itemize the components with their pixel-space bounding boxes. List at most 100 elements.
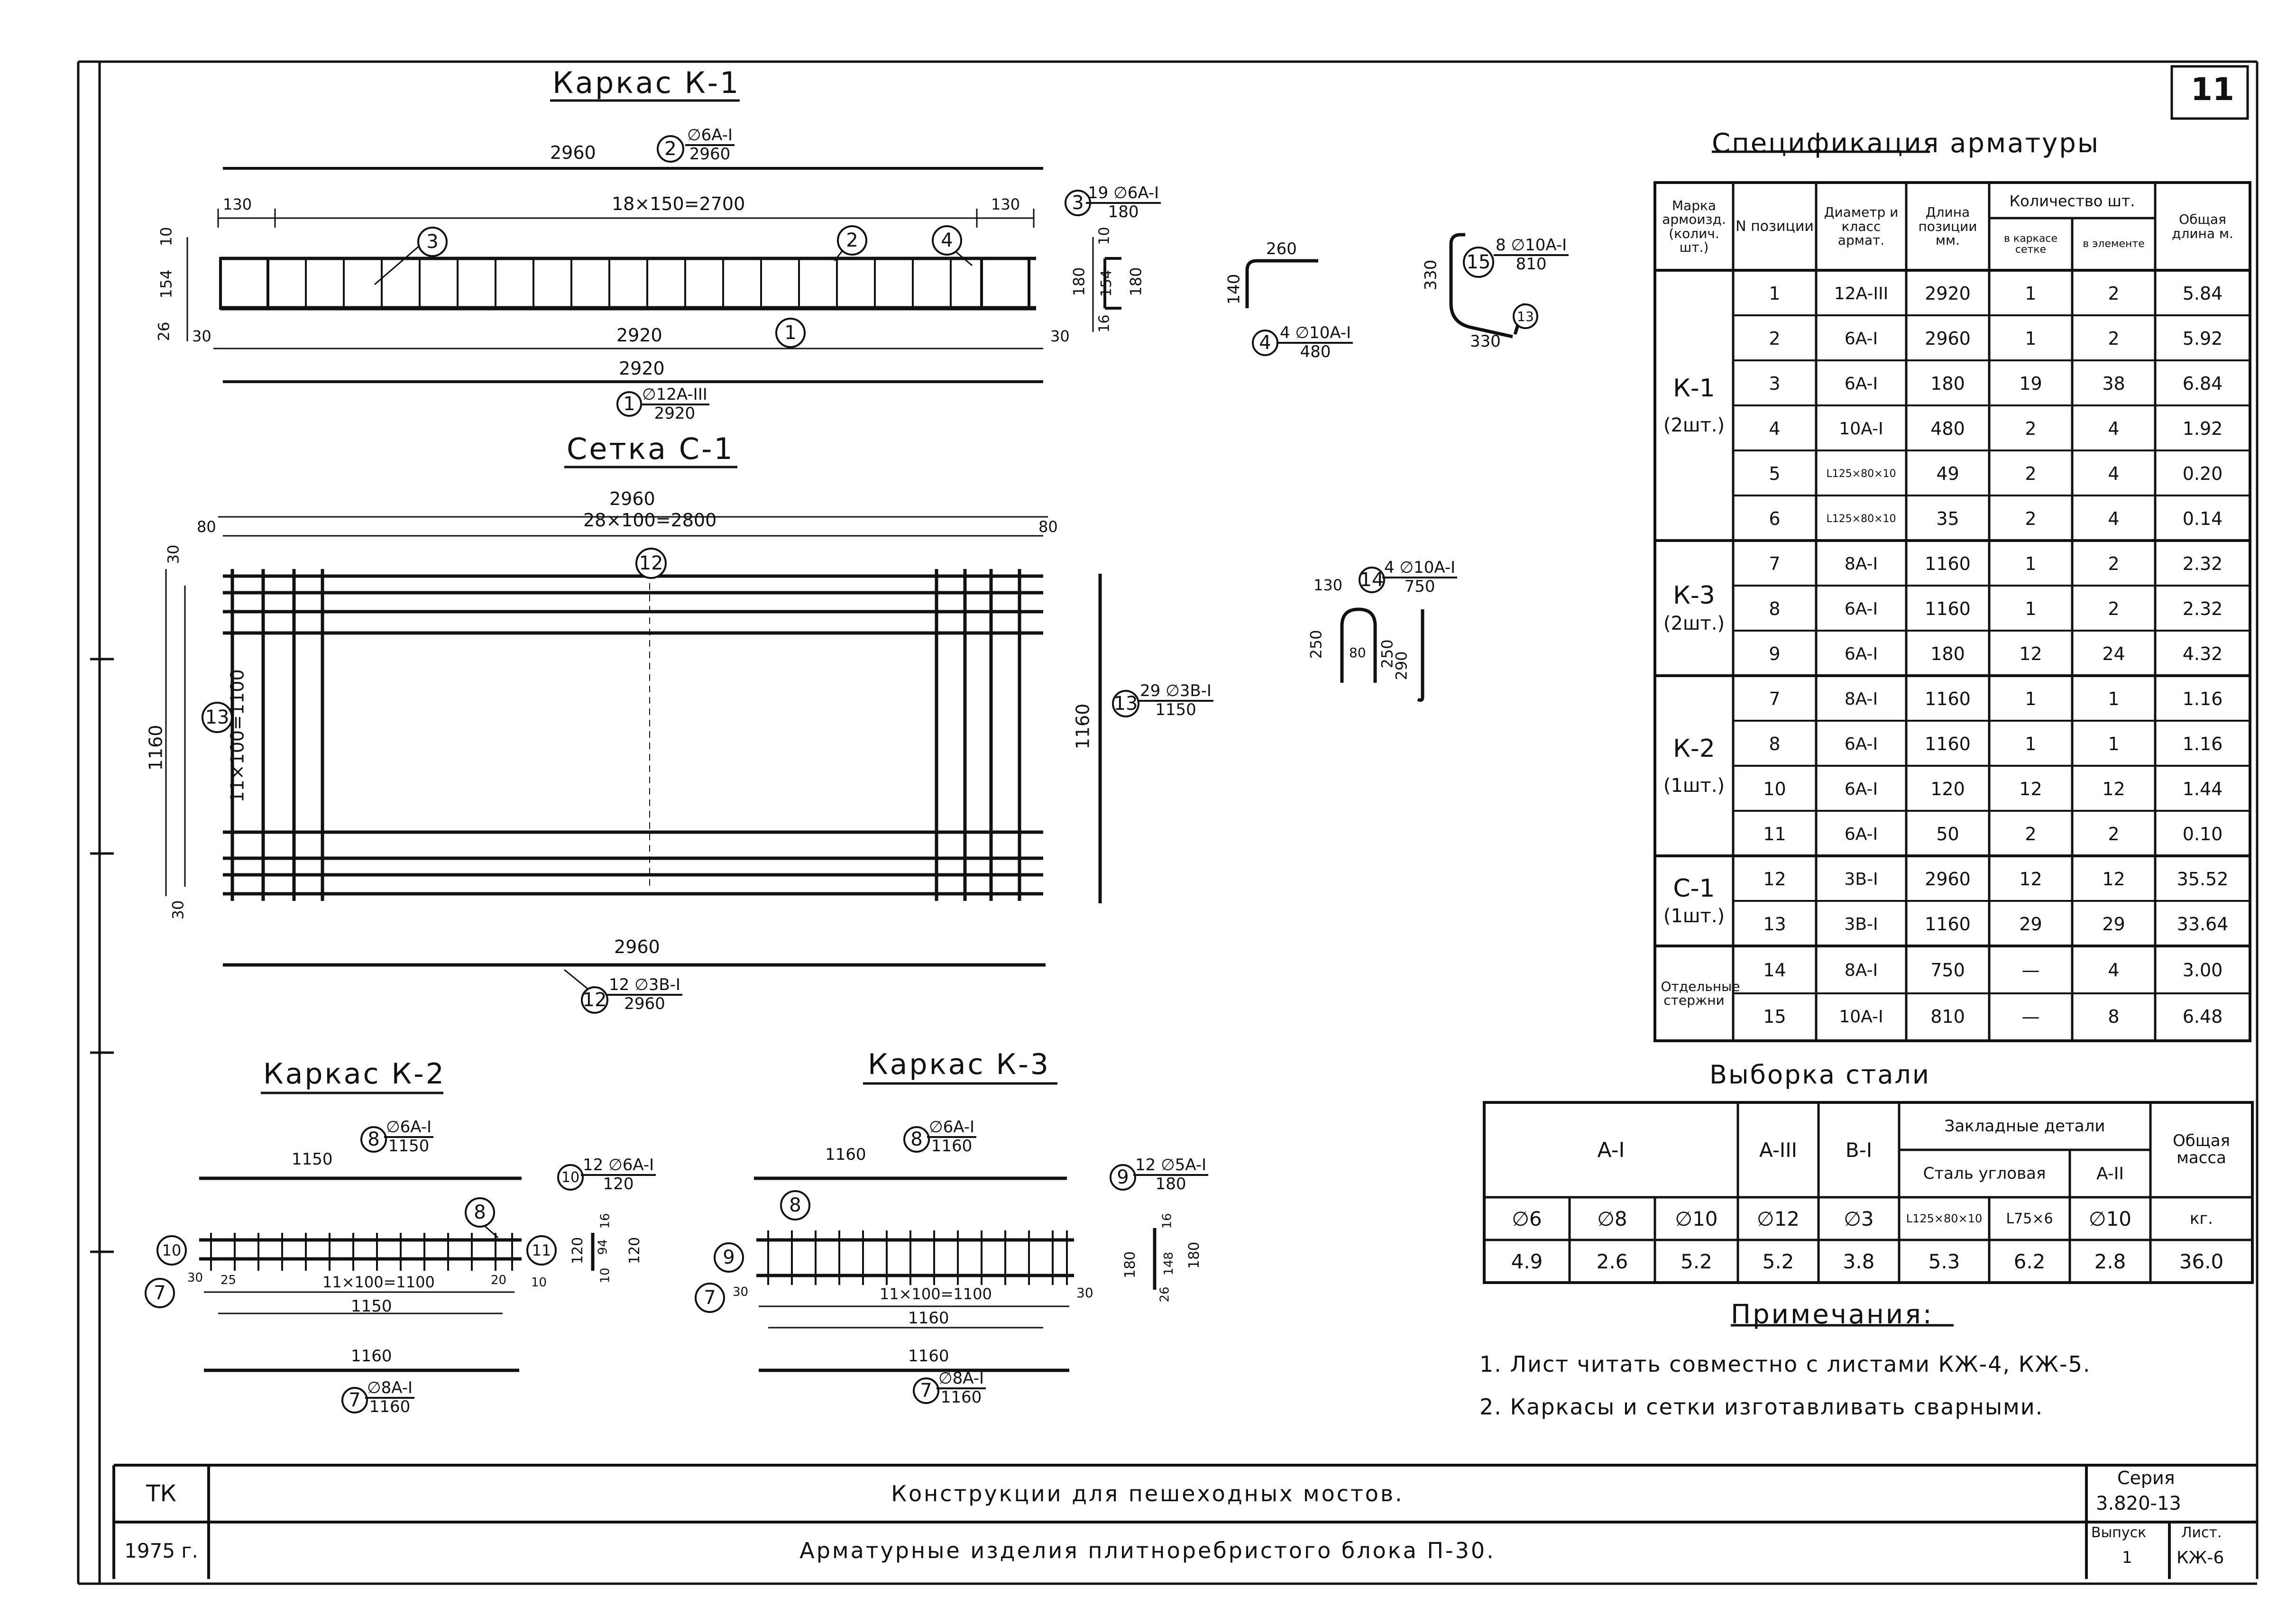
steel-sub-l75: L75×6 xyxy=(2006,1210,2053,1227)
sheet-number: 11 xyxy=(2191,71,2234,108)
steel-sub-d10: ∅10 xyxy=(1675,1207,1718,1230)
spec-cell-class: 8A-I xyxy=(1844,960,1878,980)
c1-pos13-length: 1150 xyxy=(1155,700,1196,719)
k2-pos7-spec: ∅8A-I xyxy=(365,1379,415,1399)
k2-pos10-callout: 12 ∅6A-I 120 xyxy=(581,1156,656,1193)
steel-header-kg: кг. xyxy=(2189,1209,2213,1228)
spec-header-len: Длина позиции мм. xyxy=(1918,204,1977,248)
spec-cell-total: 0.14 xyxy=(2182,508,2223,529)
steel-header-embedded: Закладные детали xyxy=(1944,1117,2105,1136)
k3-pos8-length: 1160 xyxy=(931,1136,973,1156)
k1-label-4: 4 xyxy=(932,225,962,256)
k1-pos2-length: 2960 xyxy=(689,144,731,164)
spec-cell-qty-elem: 2 xyxy=(2108,824,2120,844)
k2-v16: 16 xyxy=(598,1213,613,1229)
stamp-title-1: Конструкции для пешеходных мостов. xyxy=(891,1481,1404,1506)
spec-cell-pos: 7 xyxy=(1769,688,1781,709)
k1-v-right-180: 180 xyxy=(1127,267,1145,296)
spec-cell-total: 0.10 xyxy=(2182,824,2223,844)
spec-cell-total: 6.48 xyxy=(2182,1006,2223,1027)
steel-sub-l125: L125×80×10 xyxy=(1906,1212,1983,1225)
stamp-series-value: 3.820-13 xyxy=(2096,1493,2181,1514)
spec-cell-length: 2960 xyxy=(1925,328,1971,349)
steel-header-a3: A-III xyxy=(1759,1138,1798,1162)
spec-cell-pos: 1 xyxy=(1769,283,1781,304)
spec-cell-total: 1.16 xyxy=(2182,688,2223,709)
steel-header-b1: B-I xyxy=(1845,1138,1873,1162)
spec-cell-qty-frame: 1 xyxy=(2025,688,2037,709)
spec-cell-pos: 8 xyxy=(1769,734,1781,754)
spec-cell-class: 6A-I xyxy=(1844,734,1878,754)
spec-group-k2: К-2 (1шт.) xyxy=(1657,678,1731,853)
spec-cell-qty-elem: 2 xyxy=(2108,283,2120,304)
c1-pos12-circle: 12 xyxy=(581,986,608,1014)
steel-sub-a2-d10: ∅10 xyxy=(2088,1207,2132,1230)
k2-right-small2: 10 xyxy=(531,1275,547,1290)
spec-header-mark: Марка армоизд. (колич. шт.) xyxy=(1662,197,1726,255)
karkas-k1-title: Каркас К-1 xyxy=(552,65,741,100)
spec-group-c1-count: (1шт.) xyxy=(1663,905,1725,927)
k3-pos9-callout: 12 ∅5A-I 180 xyxy=(1133,1156,1209,1193)
spec-cell-qty-elem: 4 xyxy=(2108,960,2120,981)
bent14-straight: 290 xyxy=(1392,651,1411,680)
k2-left-small2: 25 xyxy=(220,1273,237,1287)
k2-pos8-length: 1150 xyxy=(388,1136,430,1156)
c1-bar12-length: 2960 xyxy=(614,936,660,957)
bent15-callout: 8 ∅10A-I 810 xyxy=(1494,237,1569,273)
steel-val-d8: 2.6 xyxy=(1596,1249,1628,1273)
spec-group-k1-count: (2шт.) xyxy=(1663,414,1725,437)
notes-item-1: 1. Лист читать совместно с листами КЖ-4,… xyxy=(1479,1351,2091,1377)
k2-label-7: 7 xyxy=(145,1278,175,1308)
spec-cell-qty-frame: 1 xyxy=(2025,553,2037,574)
stamp-sheet-value: КЖ-6 xyxy=(2177,1548,2224,1568)
bent14-gap: 80 xyxy=(1349,645,1366,661)
spec-cell-qty-elem: 24 xyxy=(2102,643,2125,664)
spec-group-k1-mark: К-1 xyxy=(1673,374,1715,403)
k2-mid-dim: 11×100=1100 xyxy=(322,1273,435,1291)
spec-cell-total: 35.52 xyxy=(2177,869,2229,890)
steel-header-a2: A-II xyxy=(2096,1164,2124,1184)
k1-pos3-callout: 19 ∅6A-I 180 xyxy=(1086,184,1161,220)
spec-cell-length: 180 xyxy=(1930,643,1965,664)
spec-cell-pos: 12 xyxy=(1763,869,1786,890)
c1-label-12: 12 xyxy=(635,548,667,579)
k1-bottom-dim-right: 30 xyxy=(1050,327,1070,345)
k1-v-right-c: 10 xyxy=(1096,227,1113,245)
k3-v16: 16 xyxy=(1160,1213,1175,1229)
spec-cell-length: 50 xyxy=(1936,824,1959,844)
c1-v-mid: 11×100=1100 xyxy=(227,669,248,803)
spec-cell-class: 6A-I xyxy=(1844,374,1878,394)
stamp-year: 1975 г. xyxy=(124,1539,198,1562)
k1-v-left-c: 10 xyxy=(157,227,175,247)
bent4-length: 480 xyxy=(1300,342,1331,361)
spec-cell-length: 49 xyxy=(1936,463,1959,484)
k2-pos10-circle: 10 xyxy=(557,1164,584,1191)
spec-header-total: Общая длина м. xyxy=(2172,211,2233,241)
spec-group-separate-mark: Отдельные стержни xyxy=(1661,978,1740,1008)
k2-pos8-callout: ∅6A-I 1150 xyxy=(384,1119,434,1156)
spec-group-k1: К-1 (2шт.) xyxy=(1657,273,1731,538)
spec-cell-qty-frame: 1 xyxy=(2025,734,2037,754)
k3-pos7-circle: 7 xyxy=(913,1377,939,1404)
k2-v120: 120 xyxy=(569,1237,587,1265)
steel-val-l75: 6.2 xyxy=(2013,1249,2046,1273)
spec-cell-length: 1160 xyxy=(1925,734,1971,754)
c1-right-dim: 80 xyxy=(1038,518,1058,536)
spec-cell-pos: 15 xyxy=(1763,1006,1786,1027)
steel-header-a1: A-I xyxy=(1597,1138,1625,1162)
k1-pos2-spec: ∅6A-I xyxy=(685,127,735,146)
spec-cell-qty-frame: 2 xyxy=(2025,508,2037,529)
spec-cell-class: 10A-I xyxy=(1839,419,1883,439)
k2-v120b: 120 xyxy=(626,1237,643,1265)
bent14-spec: 4 ∅10A-I xyxy=(1382,559,1458,578)
setka-c1-title: Сетка С-1 xyxy=(567,431,735,466)
spec-cell-length: 1160 xyxy=(1925,914,1971,935)
bent14-width: 130 xyxy=(1313,576,1343,594)
bent15-spec: 8 ∅10A-I xyxy=(1494,237,1569,256)
spec-cell-total: 4.32 xyxy=(2182,643,2223,664)
k3-pos8-circle: 8 xyxy=(903,1126,930,1153)
bent14-circle: 14 xyxy=(1359,567,1385,593)
c1-left-dim: 80 xyxy=(197,518,216,536)
spec-cell-length: 1160 xyxy=(1925,598,1971,619)
spec-cell-pos: 7 xyxy=(1769,553,1781,574)
